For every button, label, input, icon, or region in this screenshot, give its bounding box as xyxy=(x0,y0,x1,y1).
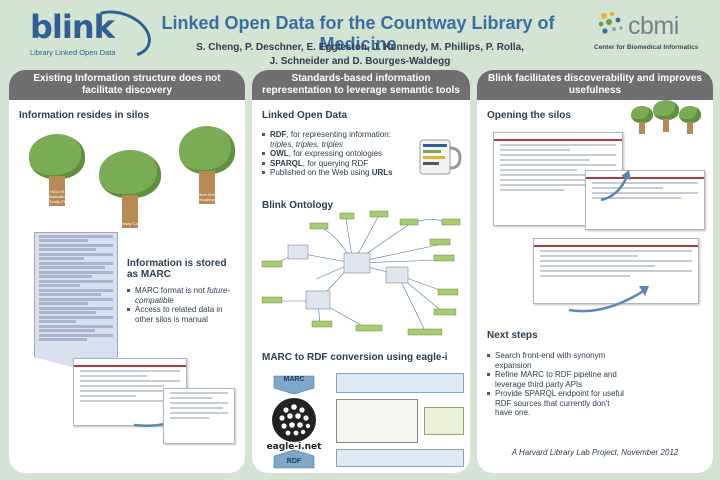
marc-input-note xyxy=(336,373,464,393)
lod-bullets: RDF, for representing information:triple… xyxy=(262,130,412,178)
silos-title: Information resides in silos xyxy=(19,110,150,121)
curved-arrow-icon xyxy=(568,286,649,313)
tree-silo-mesh: Medical Subject Headings xyxy=(179,126,235,204)
eaglei-pipeline: MARC eagle-i.net RDF xyxy=(256,374,332,470)
authors-line-1: S. Cheng, P. Deschner, E. Eggleston, J. … xyxy=(196,42,524,53)
tree-label-hollis: HOLLIS Information Authority Files xyxy=(44,189,70,204)
column-existing-structure: Existing Information structure does not … xyxy=(9,70,245,473)
blink-logo: blink Library Linked Open Data xyxy=(28,2,158,66)
marc-title-line-2: as MARC xyxy=(127,269,171,280)
blink-screenshot-3 xyxy=(533,238,699,304)
cbmi-logo: cbmi Center for Biomedical Informatics xyxy=(588,6,713,56)
tree-label-countway: Countway Catalog xyxy=(113,221,147,226)
column-3-header: Blink facilitates discoverability and im… xyxy=(477,70,713,100)
cbmi-subtitle: Center for Biomedical Informatics xyxy=(594,44,699,51)
ontology-title: Blink Ontology xyxy=(262,200,334,211)
curved-arrow-icon xyxy=(600,170,631,202)
marc-bullets: MARC format is not future-compatible Acc… xyxy=(127,286,239,324)
next-steps-bullets: Search front-end with synonym expansion … xyxy=(487,351,627,418)
authors-line-2: J. Schneider and D. Bourges-Waldegg xyxy=(269,56,451,67)
tree-small-1 xyxy=(631,106,653,134)
poster-title: Linked Open Data for the Countway Librar… xyxy=(161,13,555,54)
next-step-3: Provide SPARQL endpoint for useful RDF s… xyxy=(487,389,627,418)
ontology-graph-diagram xyxy=(261,210,461,336)
logo-word: blink xyxy=(30,8,115,46)
callout-note xyxy=(424,407,464,435)
cbmi-dots-icon xyxy=(598,11,623,34)
tree-small-2 xyxy=(653,100,679,132)
opening-title: Opening the silos xyxy=(487,110,571,121)
next-step-1: Search front-end with synonym expansion xyxy=(487,351,627,370)
column-discoverability: Blink facilitates discoverability and im… xyxy=(477,70,713,473)
lod-bullet-sparql: SPARQL, for querying RDF xyxy=(262,159,412,169)
tree-silo-countway: Countway Catalog xyxy=(99,150,161,228)
lod-bullet-urls: Published on the Web using URLs xyxy=(262,168,412,178)
lod-title: Linked Open Data xyxy=(262,110,348,121)
cbmi-word: cbmi xyxy=(628,12,679,40)
project-footer: A Harvard Library Lab Project, November … xyxy=(511,448,679,457)
next-step-2: Refine MARC to RDF pipeline and leverage… xyxy=(487,370,627,389)
lod-mug-icon xyxy=(419,139,462,175)
column-2-header: Standards-based information representati… xyxy=(252,70,470,100)
marc-record-document xyxy=(34,232,118,368)
record-screenshot xyxy=(163,388,235,444)
marc-record-note xyxy=(336,399,418,443)
column-standards: Standards-based information representati… xyxy=(252,70,470,473)
tree-label-mesh: Medical Subject Headings xyxy=(192,192,222,202)
eaglei-pipeline-diagram xyxy=(272,375,316,469)
marc-bullet-2: Access to related data in other silos is… xyxy=(127,305,239,324)
marc-title-line-1: Information is stored xyxy=(127,258,227,269)
tree-silo-hollis: HOLLIS Information Authority Files xyxy=(29,134,85,206)
rdf-output-note xyxy=(336,449,464,467)
marc-bullet-1: MARC format is not future-compatible xyxy=(127,286,239,305)
conversion-title: MARC to RDF conversion using eagle-i xyxy=(262,352,448,363)
lod-bullet-owl: OWL, for expressing ontologies xyxy=(262,149,412,159)
rdf-output-example xyxy=(336,373,464,468)
rdf-label: RDF xyxy=(286,458,302,465)
next-steps-title: Next steps xyxy=(487,330,538,341)
marc-label: MARC xyxy=(283,376,305,383)
logo-subtitle: Library Linked Open Data xyxy=(30,48,116,57)
tree-small-3 xyxy=(679,106,701,134)
lod-bullet-rdf: RDF, for representing information:triple… xyxy=(262,130,412,149)
marc-title: Information is stored as MARC xyxy=(127,258,239,280)
column-1-header: Existing Information structure does not … xyxy=(9,70,245,100)
eaglei-label: eagle-i.net xyxy=(266,442,322,452)
authors: S. Cheng, P. Deschner, E. Eggleston, J. … xyxy=(170,41,550,69)
